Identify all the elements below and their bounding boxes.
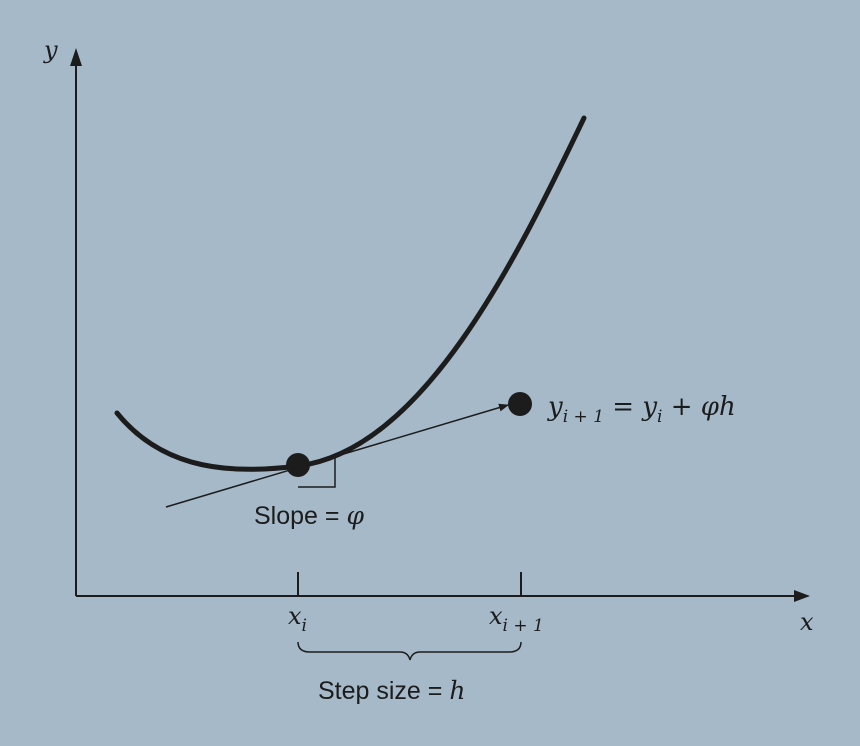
slope-label: Slope = φ <box>254 501 364 530</box>
tick-label-xi: xi <box>288 602 307 636</box>
euler-formula: yi + 1 = yi + φh <box>547 392 736 427</box>
current-point <box>286 453 310 477</box>
y-axis-label: y <box>43 36 58 64</box>
x-axis-arrowhead <box>794 590 810 602</box>
x-axis-label: x <box>800 608 814 636</box>
y-axis-arrowhead <box>70 48 82 66</box>
function-curve <box>114 115 587 472</box>
slope-projection-arrow <box>165 403 509 508</box>
step-size-brace <box>297 641 522 661</box>
tick-label-xi-plus-1: xi + 1 <box>489 602 544 636</box>
slope-triangle <box>298 456 336 488</box>
predicted-point <box>508 392 532 416</box>
step-size-label: Step size = h <box>318 676 465 705</box>
